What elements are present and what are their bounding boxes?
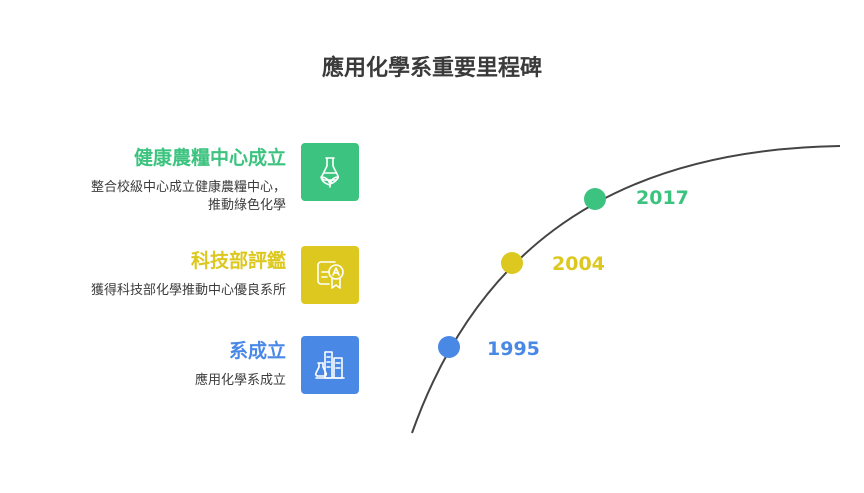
lab-building-icon (301, 336, 359, 394)
milestone-2017: 健康農糧中心成立 整合校級中心成立健康農糧中心， 推動綠色化學 (0, 143, 864, 213)
year-label-2004: 2004 (552, 253, 605, 275)
milestone-description: 整合校級中心成立健康農糧中心， 推動綠色化學 (90, 180, 286, 213)
timeline-dot-2004 (501, 252, 523, 274)
certificate-icon (301, 246, 359, 304)
year-label-1995: 1995 (487, 338, 540, 360)
milestone-title: 系成立 (228, 340, 286, 362)
milestone-description: 應用化學系成立 (194, 373, 286, 388)
milestone-2004: 科技部評鑑 獲得科技部化學推動中心優良系所 (0, 246, 864, 316)
timeline-dot-2017 (584, 188, 606, 210)
milestone-description: 獲得科技部化學推動中心優良系所 (90, 283, 286, 298)
milestone-1995: 系成立 應用化學系成立 (0, 336, 864, 406)
page-title: 應用化學系重要里程碑 (321, 56, 542, 81)
milestone-title: 健康農糧中心成立 (133, 147, 286, 169)
plant-flask-icon (301, 143, 359, 201)
milestone-title: 科技部評鑑 (190, 250, 286, 272)
year-label-2017: 2017 (636, 187, 689, 209)
timeline-dot-1995 (438, 336, 460, 358)
